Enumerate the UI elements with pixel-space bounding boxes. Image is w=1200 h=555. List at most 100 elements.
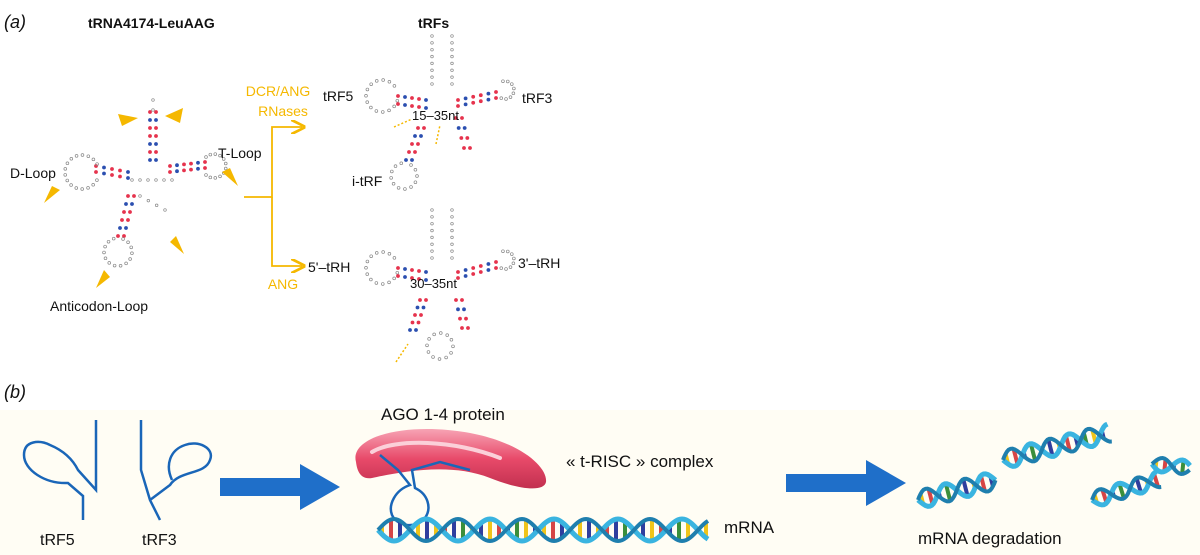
base-pair-dot	[148, 110, 152, 114]
nucleotide-dot	[151, 108, 155, 112]
process-arrow	[220, 464, 340, 510]
nucleotide-dot	[499, 266, 504, 270]
nucleotide-dot	[128, 257, 132, 261]
nucleotide-dot	[369, 105, 373, 110]
base-pair-dot	[110, 167, 114, 171]
base-pair-dot	[189, 167, 193, 172]
base-pair-dot	[168, 170, 172, 174]
nucleotide-dot	[374, 79, 379, 83]
nucleotide-dot	[444, 355, 448, 360]
mrna-label: mRNA	[724, 518, 775, 537]
base-pair-dot	[189, 161, 193, 166]
nucleotide-dot	[425, 343, 429, 348]
base-pair-dot	[148, 126, 152, 130]
nucleotide-dot	[392, 276, 396, 281]
nucleotide-dot	[170, 178, 174, 182]
base-pair-dot	[126, 194, 130, 198]
base-pair-dot	[403, 95, 407, 99]
nucleotide-dot	[501, 249, 505, 253]
cut-line	[435, 124, 441, 145]
nucleotide-dot	[450, 208, 454, 212]
base-pair-dot	[94, 170, 98, 174]
helix-strand	[916, 476, 998, 504]
nucleotide-dot	[146, 199, 150, 203]
base-pair-dot	[132, 194, 136, 198]
base-pair-dot	[494, 260, 498, 264]
base-rung	[1134, 477, 1144, 494]
nucleotide-dot	[511, 91, 516, 96]
nucleotide-dot	[80, 187, 84, 191]
nucleotide-dot	[445, 333, 449, 337]
nucleotide-dot	[430, 215, 434, 219]
nucleotide-dot	[223, 166, 228, 171]
nucleotide-dot	[218, 174, 222, 179]
nucleotide-dot	[65, 161, 70, 166]
nucleotide-dot	[91, 183, 95, 187]
panel-a: (a) tRNA4174-LeuAAG tRFs D-Loop T-Loop A…	[4, 12, 560, 363]
nucleotide-dot	[146, 178, 150, 182]
nucleotide-dot	[450, 249, 454, 253]
base-pair-dot	[403, 103, 407, 107]
panel-b: (b) tRF5 tRF3 AGO 1-4 protein « t-RISC »…	[0, 382, 1200, 555]
nucleotide-dot	[449, 338, 454, 342]
bound-trf	[379, 454, 471, 527]
nucleotide-dot	[439, 331, 443, 335]
base-pair-dot	[478, 270, 483, 274]
trf5-label: tRF5	[323, 88, 354, 104]
base-pair-dot	[148, 134, 152, 138]
base-pair-dot	[408, 328, 412, 332]
nucleotide-dot	[450, 48, 454, 52]
base-pair-dot	[463, 268, 468, 272]
base-rung	[943, 483, 953, 502]
nucleotide-dot	[390, 169, 394, 174]
base-pair-dot	[471, 272, 476, 276]
base-pair-dot	[154, 142, 158, 146]
base-pair-dot	[417, 269, 421, 273]
base-pair-dot	[122, 234, 126, 238]
base-pair-dot	[478, 93, 483, 98]
base-pair-dot	[413, 150, 417, 154]
cleavage-arrowhead	[96, 270, 110, 288]
base-pair-dot	[116, 234, 120, 238]
nucleotide-dot	[208, 152, 213, 157]
itrf-label: i-tRF	[352, 173, 382, 189]
nucleotide-dot	[381, 282, 385, 286]
nucleotide-dot	[364, 94, 368, 98]
base-pair-dot	[454, 298, 458, 302]
nucleotide-dot	[107, 261, 111, 265]
trna-title: tRNA4174-LeuAAG	[88, 15, 215, 31]
base-pair-dot	[417, 97, 421, 101]
trf-structure	[364, 34, 516, 191]
nucleotide-dot	[103, 244, 107, 249]
cleavage-arrowhead	[165, 108, 183, 123]
nucleotide-dot	[63, 173, 67, 177]
base-pair-dot	[413, 134, 417, 138]
base-pair-dot	[154, 158, 158, 162]
base-pair-dot	[422, 126, 426, 130]
nucleotide-dot	[396, 186, 401, 190]
base-pair-dot	[494, 96, 498, 100]
nucleotide-dot	[138, 178, 142, 182]
base-pair-dot	[410, 268, 414, 272]
trh3-label: 3'–tRH	[518, 255, 560, 271]
nucleotide-dot	[111, 236, 116, 241]
nucleotide-dot	[499, 96, 504, 100]
base-pair-dot	[416, 320, 421, 325]
nucleotide-dot	[381, 78, 385, 82]
nucleotide-dot	[430, 75, 434, 79]
cut-line	[393, 118, 413, 128]
nucleotide-dot	[432, 332, 436, 337]
base-pair-dot	[465, 136, 470, 140]
base-pair-dot	[415, 305, 420, 310]
nucleotide-dot	[506, 249, 510, 254]
nucleotide-dot	[450, 68, 454, 72]
base-pair-dot	[94, 164, 98, 168]
base-pair-dot	[410, 276, 414, 280]
base-pair-dot	[462, 126, 467, 130]
base-pair-dot	[460, 326, 464, 330]
helix-strand	[1090, 469, 1158, 508]
nucleotide-dot	[221, 157, 226, 161]
base-pair-dot	[196, 160, 200, 165]
nucleotide-dot	[450, 215, 454, 219]
